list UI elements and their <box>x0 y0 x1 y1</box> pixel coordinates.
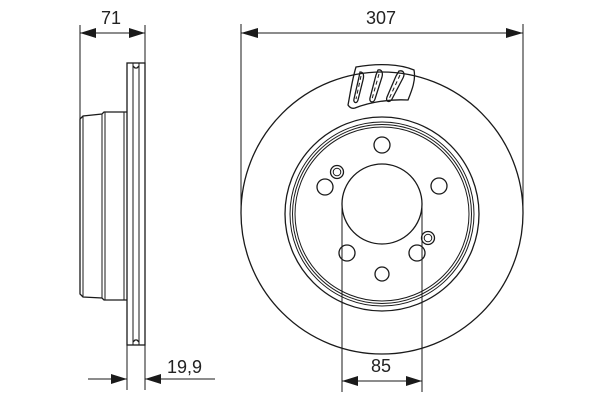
locator-hole-inner <box>332 167 342 177</box>
arrow-left-icon <box>145 374 161 384</box>
arrow-left-icon <box>342 376 358 386</box>
cooling-vane-3 <box>385 70 405 103</box>
dimension-label-height: 71 <box>101 8 122 28</box>
bolt-hole <box>316 178 334 196</box>
arrow-left-icon <box>241 28 258 38</box>
arrow-right-icon <box>129 28 145 38</box>
front-view <box>240 24 524 392</box>
vane-cutaway-outline <box>347 63 416 110</box>
bolt-hole <box>430 177 448 195</box>
cooling-vane-3-hidden <box>388 74 401 100</box>
locator-hole <box>420 230 436 246</box>
arrow-right-icon <box>111 374 127 384</box>
cooling-vane-1 <box>353 71 365 104</box>
vent-notch-bottom <box>132 339 140 343</box>
center-bore <box>341 163 423 245</box>
locator-hole <box>329 164 345 180</box>
hub-ring-outer <box>284 116 480 312</box>
arrow-right-icon <box>506 28 523 38</box>
cooling-vane-2-hidden <box>371 73 380 100</box>
side-view <box>79 25 215 390</box>
hub-ring-3 <box>292 124 472 304</box>
friction-ring-outline <box>126 62 146 346</box>
cooling-vane-2 <box>369 69 384 103</box>
hat-outline <box>79 111 127 301</box>
dimension-label-bore: 85 <box>371 356 392 376</box>
bolt-hole <box>408 244 426 262</box>
dimension-label-thickness: 19,9 <box>167 357 203 377</box>
disc-outer-edge <box>240 71 524 355</box>
vent-notch-top <box>132 65 140 69</box>
bolt-hole <box>374 266 390 282</box>
bolt-hole <box>338 244 356 262</box>
hub-ring-inner <box>294 126 470 302</box>
locator-hole-inner <box>423 233 433 243</box>
bolt-hole <box>373 136 391 154</box>
arrow-right-icon <box>406 376 422 386</box>
arrow-left-icon <box>80 28 96 38</box>
cooling-vane-1-hidden <box>355 75 362 100</box>
hub-ring-2 <box>289 121 475 307</box>
dimension-label-diameter: 307 <box>366 8 397 28</box>
